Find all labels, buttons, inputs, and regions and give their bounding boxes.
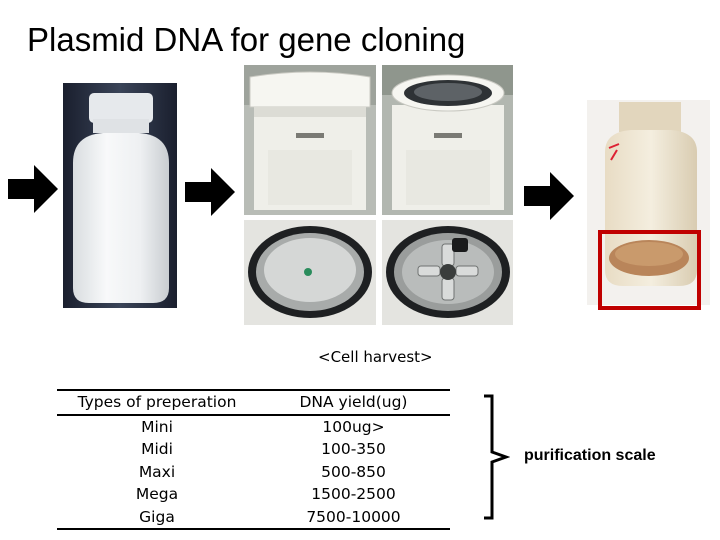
arrow-right-icon [185,168,235,216]
yield-table: Types of preperation DNA yield(ug) Mini … [57,389,450,530]
prep-type-cell: Mega [135,485,179,503]
prep-type-cell: Giga [139,507,175,526]
table-row: Maxi 500-850 [57,461,450,484]
table-header-row: Types of preperation DNA yield(ug) [57,390,450,415]
right-brace-icon [484,394,510,520]
centrifuge-rotor-lid-image [244,220,376,325]
arrow-right-icon [8,165,58,213]
column-header-yield: DNA yield(ug) [299,393,408,411]
centrifuge-rotor-open-image [382,220,513,325]
table-row: Midi 100-350 [57,438,450,461]
cell-harvest-caption: <Cell harvest> [318,348,433,366]
yield-cell: 1500-2500 [311,485,396,503]
yield-cell: 100ug> [322,417,385,436]
prep-type-cell: Mini [141,417,173,436]
yield-cell: 100-350 [321,440,386,458]
purification-scale-label: purification scale [524,447,656,464]
pellet-highlight-box [598,230,701,310]
table-row: Giga 7500-10000 [57,506,450,529]
yield-cell: 500-850 [321,462,386,481]
yield-cell: 7500-10000 [306,507,401,526]
centrifuge-open-image [382,65,513,215]
table-row: Mini 100ug> [57,415,450,439]
slide-title: Plasmid DNA for gene cloning [27,21,466,58]
table-row: Mega 1500-2500 [57,483,450,506]
centrifuge-closed-image [244,65,376,215]
cell-pellet-bottle-image [587,100,710,305]
culture-bottle-image [63,83,177,308]
prep-type-cell: Midi [141,440,173,458]
column-header-type: Types of preperation [77,393,237,411]
prep-type-cell: Maxi [138,462,176,481]
arrow-right-icon [524,172,574,220]
